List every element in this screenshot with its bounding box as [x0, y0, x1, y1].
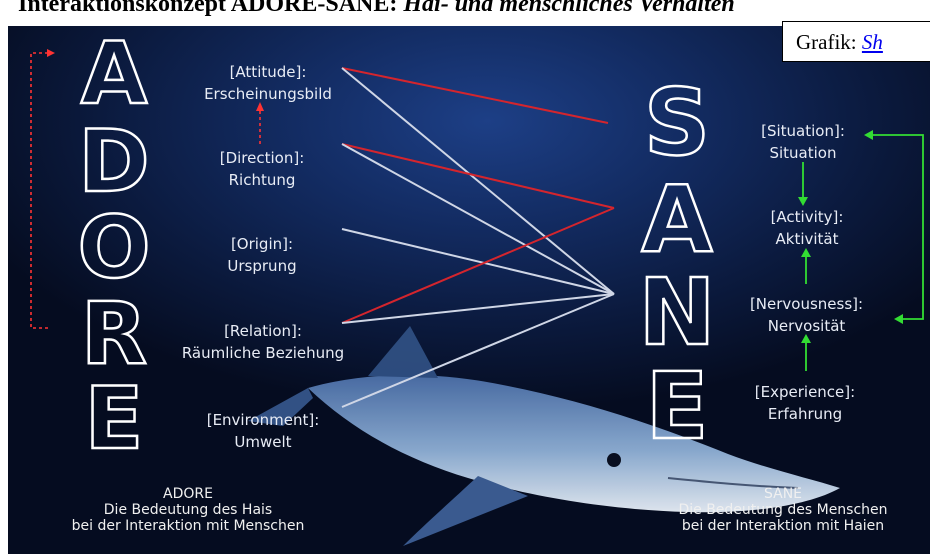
link-attitude-s: [342, 68, 608, 123]
adore-bracket: [31, 53, 48, 328]
diagram-canvas: A D O R E S A N E: [8, 26, 930, 554]
situation-de-label: Situation: [738, 142, 868, 164]
sane-footer-line1: Die Bedeutung des Menschen: [638, 502, 928, 518]
sane-item-activity: [Activity]: Aktivität: [742, 206, 872, 250]
adore-item-origin: [Origin]: Ursprung: [182, 233, 342, 277]
sane-item-experience: [Experience]: Erfahrung: [735, 381, 875, 425]
adore-letter-e: E: [85, 369, 144, 469]
adore-item-environment: [Environment]: Umwelt: [178, 409, 348, 453]
origin-de-label: Ursprung: [182, 255, 342, 277]
link-relation-n: [342, 294, 614, 323]
sane-footer-line2: bei der Interaktion mit Haien: [638, 518, 928, 534]
title-italic: Hai- und menschliches Verhalten: [403, 0, 734, 17]
sane-letter-s: S: [644, 69, 710, 176]
credit-link[interactable]: Sh: [862, 30, 883, 54]
diagram-svg: A D O R E S A N E: [8, 26, 930, 554]
attitude-de-label: Erscheinungsbild: [188, 83, 348, 105]
page-title: Interaktionskonzept ADORE-SANE: Hai- und…: [18, 0, 735, 18]
relation-en-label: [Relation]:: [153, 320, 373, 342]
credit-box: Grafik: Sh: [782, 21, 930, 62]
adore-letter-a: A: [81, 26, 148, 124]
title-prefix: Interaktionskonzept ADORE-SANE:: [18, 0, 397, 17]
link-direction-a: [342, 144, 614, 208]
environment-de-label: Umwelt: [178, 431, 348, 453]
activity-en-label: [Activity]:: [742, 206, 872, 228]
activity-de-label: Aktivität: [742, 228, 872, 250]
situation-en-label: [Situation]:: [738, 120, 868, 142]
adore-letter-d: D: [78, 112, 149, 212]
adore-letter-o: O: [77, 198, 150, 298]
adore-footer: ADORE Die Bedeutung des Hais bei der Int…: [38, 486, 338, 534]
adore-letters: A D O R E: [77, 26, 150, 469]
relation-de-label: Räumliche Beziehung: [153, 342, 373, 364]
adore-bracket-arrowhead: [47, 49, 55, 57]
sane-letter-e: E: [646, 353, 709, 460]
adore-footer-line2: bei der Interaktion mit Menschen: [38, 518, 338, 534]
nervousness-en-label: [Nervousness]:: [729, 293, 884, 315]
environment-en-label: [Environment]:: [178, 409, 348, 431]
nervousness-de-label: Nervosität: [729, 315, 884, 337]
connection-lines: [342, 68, 614, 407]
adore-footer-line1: Die Bedeutung des Hais: [38, 502, 338, 518]
experience-de-label: Erfahrung: [735, 403, 875, 425]
sane-footer: SANE Die Bedeutung des Menschen bei der …: [638, 486, 928, 534]
attitude-en-label: [Attitude]:: [188, 61, 348, 83]
adore-footer-title: ADORE: [38, 486, 338, 502]
sane-letter-n: N: [639, 259, 716, 366]
link-origin-n: [342, 229, 614, 294]
sane-item-nervousness: [Nervousness]: Nervosität: [729, 293, 884, 337]
sane-item-situation: [Situation]: Situation: [738, 120, 868, 164]
direction-en-label: [Direction]:: [182, 147, 342, 169]
adore-item-direction: [Direction]: Richtung: [182, 147, 342, 191]
adore-item-attitude: [Attitude]: Erscheinungsbild: [188, 61, 348, 105]
link-direction-n: [342, 144, 614, 294]
link-attitude-n: [342, 68, 614, 294]
experience-en-label: [Experience]:: [735, 381, 875, 403]
origin-en-label: [Origin]:: [182, 233, 342, 255]
sane-letter-a: A: [641, 166, 712, 273]
sane-footer-title: SANE: [638, 486, 928, 502]
sane-letters: S A N E: [639, 69, 716, 460]
link-relation-a: [342, 208, 614, 323]
direction-de-label: Richtung: [182, 169, 342, 191]
adore-item-relation: [Relation]: Räumliche Beziehung: [153, 320, 373, 364]
credit-label: Grafik:: [796, 30, 857, 54]
